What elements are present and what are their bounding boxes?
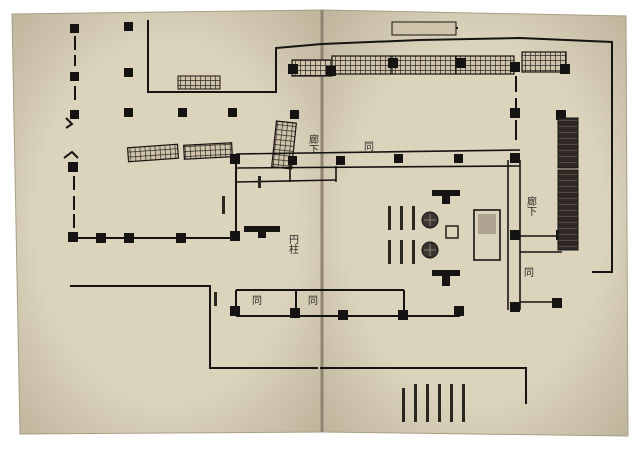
lantern-stand-icon: [244, 226, 280, 238]
upper-corridor-pillars: [288, 153, 520, 165]
gallery-hatch: [331, 55, 393, 75]
east-corridor-label: 廊下: [525, 195, 537, 217]
pillar-column-left: [68, 22, 299, 242]
screen-panel: [126, 143, 180, 163]
bottom-inscription: [402, 384, 465, 422]
lantern-stand-icon: [432, 190, 460, 286]
middle-pillars: [96, 154, 240, 243]
altar-inscription: [388, 206, 415, 264]
upper-corridor-label: 廊下: [307, 133, 319, 155]
upper-room-bench: [177, 75, 221, 90]
lower-right-mark: 同: [308, 295, 318, 307]
gallery-hatch: [391, 55, 457, 75]
lower-pillars: [230, 306, 464, 320]
gallery-pillars: [288, 58, 570, 76]
top-bench: [391, 21, 457, 36]
offering-table-icon: [473, 209, 501, 261]
east-screen: [557, 169, 579, 251]
small-box: [445, 225, 459, 239]
round-vessel-icon: [421, 211, 439, 259]
upper-room: [147, 20, 323, 93]
upper-corridor-right-label: 同: [364, 141, 374, 153]
east-screen: [557, 117, 579, 169]
screen-panel: [183, 142, 233, 160]
upper-corridor: [235, 149, 521, 183]
left-post-label: 円柱: [287, 234, 299, 255]
left-dashed-wall: [63, 36, 79, 228]
left-margin-mark: [214, 176, 261, 306]
lower-left-mark: 同: [252, 295, 262, 307]
east-corridor-mark: 同: [524, 267, 534, 279]
gallery-hatch: [521, 51, 567, 73]
